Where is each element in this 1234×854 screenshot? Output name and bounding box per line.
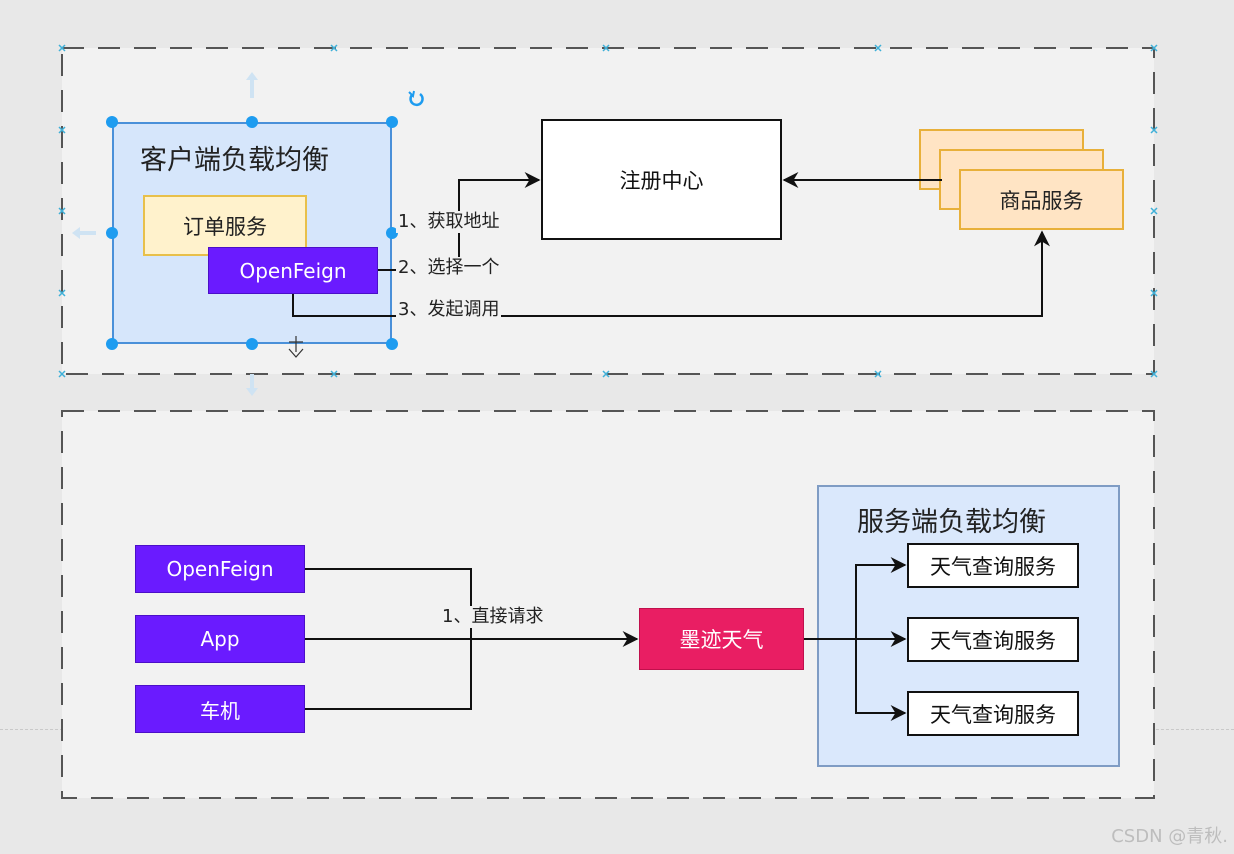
rotate-handle-icon[interactable] [408, 90, 424, 107]
move-cursor-icon [288, 336, 304, 358]
resize-handle-ne [386, 116, 398, 128]
resize-handle-n [246, 116, 258, 128]
client-node-car[interactable]: 车机 [135, 685, 305, 733]
watermark: CSDN @青秋. [1111, 826, 1228, 847]
resize-handle-e [386, 227, 398, 239]
selection-handles[interactable] [106, 116, 398, 350]
connection-point-markers [58, 44, 1158, 378]
edge-car-request[interactable] [305, 639, 472, 710]
edge-label-direct-request: 1、直接请求 [440, 606, 546, 628]
gateway-node[interactable]: 墨迹天气 [639, 608, 804, 670]
edge-gateway-service-1[interactable] [804, 557, 907, 640]
arrow-left-hint-icon [72, 227, 96, 239]
client-node-openfeign[interactable]: OpenFeign [135, 545, 305, 593]
arrow-up-hint-icon [246, 72, 258, 98]
registry-center-node[interactable]: 注册中心 [541, 119, 782, 240]
resize-handle-sw [106, 338, 118, 350]
resize-handle-nw [106, 116, 118, 128]
weather-service-node[interactable]: 天气查询服务 [907, 543, 1079, 588]
server-lb-title: 服务端负载均衡 [857, 507, 1046, 538]
edge-label-invoke: 3、发起调用 [396, 299, 502, 321]
edge-label-get-address: 1、获取地址 [396, 211, 502, 233]
top-container-dashed-border [61, 47, 1155, 375]
edge-openfeign-request[interactable] [305, 568, 472, 639]
weather-service-node[interactable]: 天气查询服务 [907, 617, 1079, 662]
edge-label-select-one: 2、选择一个 [396, 257, 502, 279]
client-node-app[interactable]: App [135, 615, 305, 663]
client-lb-title: 客户端负载均衡 [140, 145, 329, 176]
bottom-container-dashed-border [61, 410, 1155, 799]
resize-handle-w [106, 227, 118, 239]
openfeign-node[interactable]: OpenFeign [208, 247, 378, 294]
weather-service-node[interactable]: 天气查询服务 [907, 691, 1079, 736]
resize-handle-s [246, 338, 258, 350]
arrow-down-hint-icon [246, 374, 258, 396]
edge-invoke[interactable] [292, 230, 1050, 317]
move-arrow-hints [72, 72, 258, 396]
resize-handle-se [386, 338, 398, 350]
edge-gateway-service-3[interactable] [855, 639, 907, 721]
product-service-node[interactable]: 商品服务 [959, 169, 1124, 230]
